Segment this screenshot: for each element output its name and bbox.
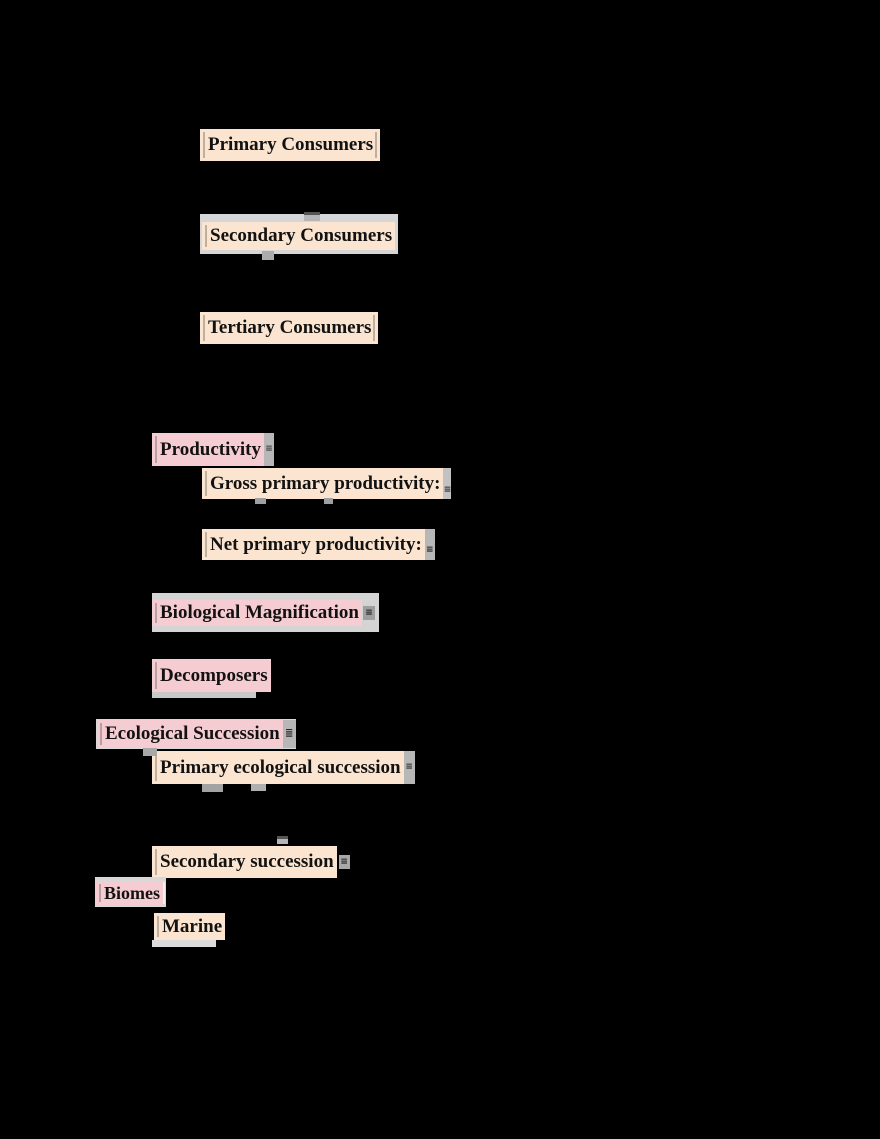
render-artifact [262, 251, 274, 260]
term-ecological-succession: Ecological Succession ≣ [96, 719, 296, 749]
term-text: Ecological Succession [105, 723, 280, 744]
term-secondary-consumers: Secondary Consumers [200, 214, 399, 254]
render-artifact [251, 784, 266, 791]
term-text: Biological Magnification [160, 602, 359, 623]
term-gross-primary-productivity: Gross primary productivity: ≡ [202, 468, 452, 499]
highlight-box: Marine [154, 913, 226, 940]
cursor-mark [99, 884, 101, 902]
term-text: Secondary succession [160, 851, 334, 872]
text-cursor [163, 882, 165, 904]
highlight-box: Net primary productivity: [202, 529, 425, 560]
cursor-mark [205, 225, 207, 247]
term-text: Productivity [160, 438, 261, 460]
term-text: Secondary Consumers [210, 225, 393, 246]
highlight-box: Decomposers [152, 659, 271, 692]
term-primary-ecological-succession: Primary ecological succession ≡ [152, 751, 415, 784]
term-biological-magnification: Biological Magnification ≡ [152, 593, 379, 632]
cursor-mark [155, 603, 157, 623]
highlight-box: Secondary Consumers [202, 222, 396, 250]
term-primary-consumers: Primary Consumers [200, 129, 381, 161]
render-artifact [152, 692, 256, 698]
cursor-mark [373, 315, 376, 341]
render-artifact [324, 498, 333, 504]
cursor-mark [155, 436, 157, 463]
term-text: Primary Consumers [208, 134, 374, 155]
comment-anchor-icon: ≡ [338, 855, 350, 869]
cursor-mark [205, 471, 207, 496]
comment-anchor-icon: ≡ [424, 529, 435, 560]
term-text: Marine [162, 915, 223, 937]
cursor-mark [155, 849, 157, 875]
comment-anchor-icon: ≡ [403, 751, 415, 784]
highlight-box: Gross primary productivity: [202, 468, 444, 499]
cursor-mark [205, 532, 207, 557]
term-biomes: Biomes [95, 877, 166, 907]
cursor-mark [203, 315, 205, 341]
comment-anchor-icon: ≡ [443, 468, 452, 499]
cursor-mark [157, 916, 159, 937]
highlight-box: Tertiary Consumers [200, 312, 379, 344]
highlight-box: Primary Consumers [200, 129, 381, 161]
highlight-box: Biomes [96, 881, 163, 905]
term-text: Net primary productivity: [210, 533, 422, 555]
render-artifact [152, 940, 216, 947]
term-net-primary-productivity: Net primary productivity: ≡ [202, 529, 435, 560]
term-tertiary-consumers: Tertiary Consumers [200, 312, 379, 344]
comment-anchor-icon: ≡ [263, 433, 274, 466]
mark-icon [277, 836, 288, 844]
render-artifact [255, 498, 266, 504]
term-productivity: Productivity ≡ [152, 433, 274, 466]
cursor-mark [203, 132, 205, 158]
term-text: Decomposers [160, 664, 268, 686]
comment-anchor-icon: ≡ [362, 606, 375, 620]
highlight-box: Biological Magnification [152, 600, 362, 626]
cursor-mark [100, 723, 102, 745]
cursor-mark [155, 754, 157, 781]
term-secondary-succession: Secondary succession ≡ [152, 846, 350, 878]
cursor-mark [155, 662, 157, 689]
highlight-box: Productivity [152, 433, 264, 466]
term-text: Primary ecological succession [160, 756, 401, 778]
render-artifact [143, 748, 157, 756]
cursor-mark [375, 132, 378, 158]
highlight-box: Primary ecological succession [152, 751, 404, 784]
highlight-box: Ecological Succession [97, 720, 283, 748]
term-marine: Marine [154, 913, 226, 940]
mark-icon [304, 212, 320, 221]
render-artifact [202, 784, 223, 792]
term-text: Biomes [104, 882, 160, 903]
term-text: Tertiary Consumers [208, 317, 372, 338]
comment-anchor-icon: ≣ [282, 720, 296, 748]
term-decomposers: Decomposers [152, 659, 271, 692]
term-text: Gross primary productivity: [210, 472, 441, 494]
highlight-box: Secondary succession [152, 846, 337, 878]
